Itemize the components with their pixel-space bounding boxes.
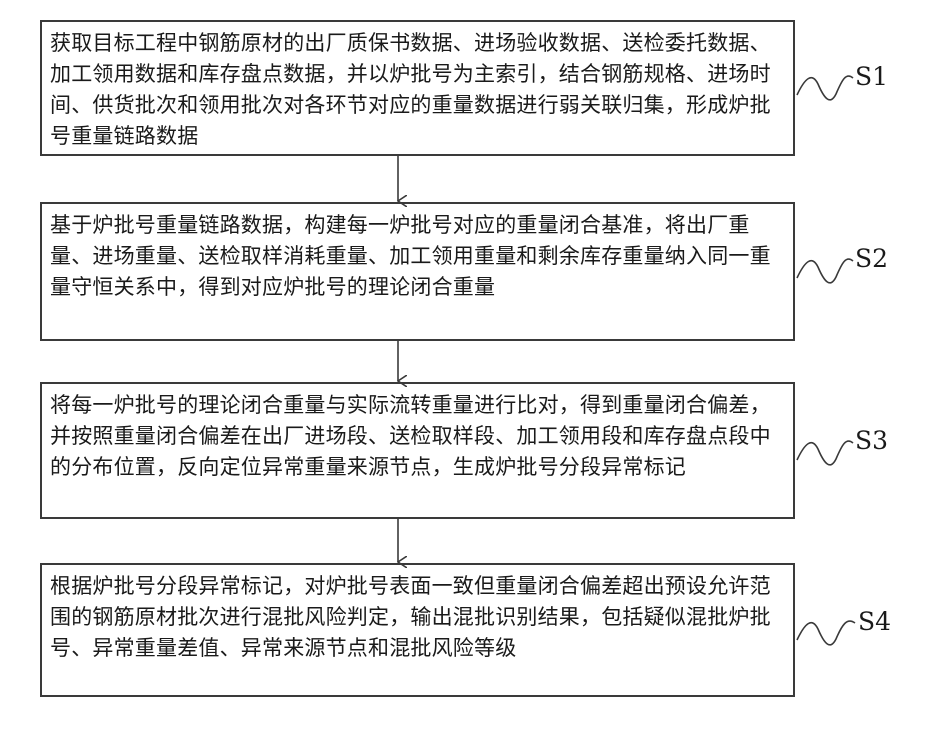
step-box-s2: 基于炉批号重量链路数据，构建每一炉批号对应的重量闭合基准，将出厂重量、进场重量、… bbox=[40, 202, 795, 341]
leader-s2 bbox=[797, 259, 853, 283]
step-label-s2: S2 bbox=[855, 245, 888, 273]
step-label-s4: S4 bbox=[858, 608, 891, 636]
step-text-s3: 将每一炉批号的理论闭合重量与实际流转重量进行比对，得到重量闭合偏差，并按照重量闭… bbox=[50, 390, 785, 483]
leader-s4 bbox=[797, 621, 855, 645]
step-label-s1: S1 bbox=[855, 63, 888, 91]
step-text-s4: 根据炉批号分段异常标记，对炉批号表面一致但重量闭合偏差超出预设允许范围的钢筋原材… bbox=[50, 571, 785, 664]
step-text-s1: 获取目标工程中钢筋原材的出厂质保书数据、进场验收数据、送检委托数据、加工领用数据… bbox=[50, 28, 785, 152]
step-box-s3: 将每一炉批号的理论闭合重量与实际流转重量进行比对，得到重量闭合偏差，并按照重量闭… bbox=[40, 382, 795, 519]
step-label-s3: S3 bbox=[855, 427, 888, 455]
step-text-s2: 基于炉批号重量链路数据，构建每一炉批号对应的重量闭合基准，将出厂重量、进场重量、… bbox=[50, 210, 785, 303]
step-box-s4: 根据炉批号分段异常标记，对炉批号表面一致但重量闭合偏差超出预设允许范围的钢筋原材… bbox=[40, 563, 795, 697]
step-box-s1: 获取目标工程中钢筋原材的出厂质保书数据、进场验收数据、送检委托数据、加工领用数据… bbox=[40, 20, 795, 156]
leader-s1 bbox=[797, 76, 853, 100]
leader-s3 bbox=[797, 441, 853, 465]
